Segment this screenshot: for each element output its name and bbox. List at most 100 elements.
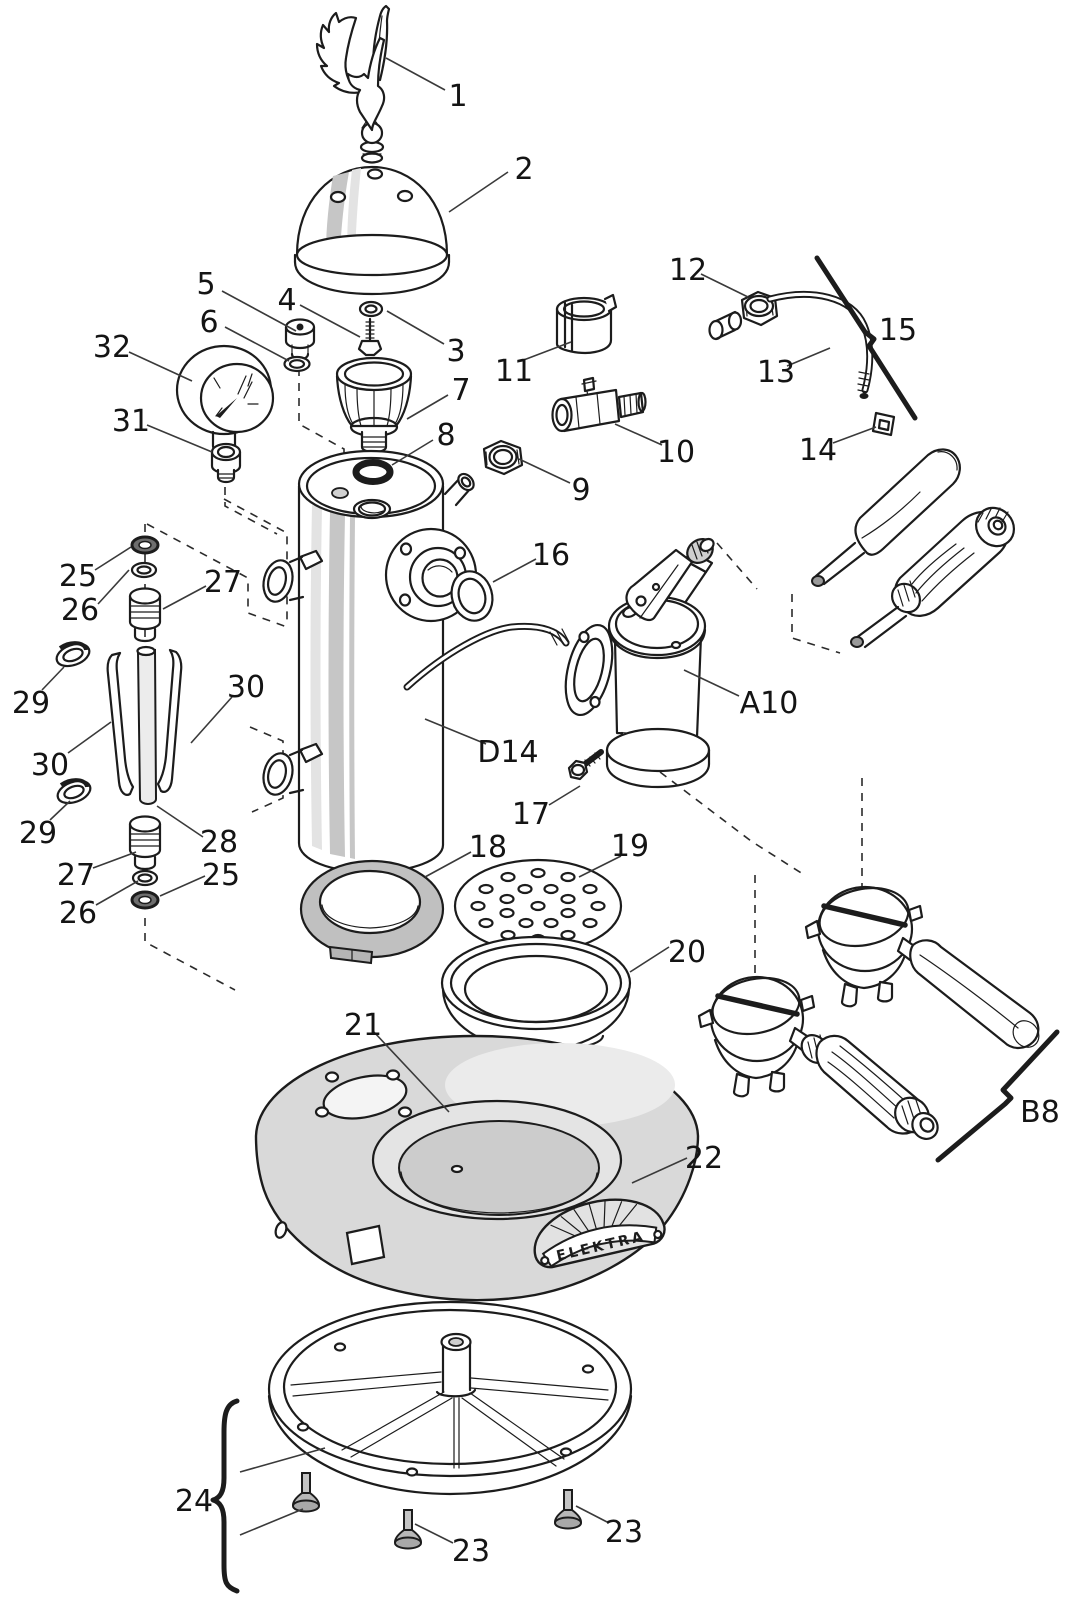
leader-line-D14: [424, 718, 487, 745]
sight-glass-parts: [55, 535, 183, 910]
leader-line-25b: [159, 875, 206, 897]
callout-7: 7: [451, 373, 470, 408]
callout-27a: 27: [204, 565, 242, 600]
leader-line-29a: [41, 666, 65, 691]
leader-line-26a: [97, 569, 130, 605]
callout-31: 31: [112, 404, 150, 439]
leader-line-20: [629, 946, 670, 973]
leader-line-23b: [575, 1505, 610, 1524]
callout-10: 10: [657, 435, 695, 470]
callout-29b: 29: [19, 816, 57, 851]
callout-27b: 27: [57, 858, 95, 893]
leader-line-28: [156, 805, 204, 838]
leader-line-27a: [162, 585, 207, 610]
valve-body: [551, 376, 647, 433]
leader-line-4: [299, 304, 361, 338]
callout-22: 22: [685, 1141, 723, 1176]
leader-line-12: [700, 273, 749, 298]
leader-line-2: [448, 171, 509, 213]
oring-part6: [283, 355, 311, 373]
base-plate: [267, 1300, 633, 1496]
leader-line-22: [631, 1157, 688, 1184]
leader-line-3: [386, 310, 445, 345]
callout-23b: 23: [605, 1515, 643, 1550]
bracket-b8: [935, 1029, 1060, 1163]
callout-6: 6: [199, 305, 218, 340]
screw-part4: [357, 317, 383, 357]
spare-handle-smooth: [811, 448, 961, 587]
bracket-15: [814, 255, 918, 421]
foot-right: [553, 1489, 583, 1530]
steam-knob: [335, 356, 413, 454]
callout-19: 19: [611, 829, 649, 864]
leader-line-13: [786, 347, 831, 367]
leader-line-29b: [49, 800, 71, 821]
boiler-pipe: [403, 622, 570, 691]
callout-14: 14: [799, 433, 837, 468]
callout-23a: 23: [452, 1534, 490, 1569]
plug-screw-part5: [284, 318, 316, 361]
gauge-fitting: [210, 442, 242, 484]
callout-30a: 30: [227, 670, 265, 705]
washer-part3: [358, 300, 384, 318]
leader-line-18: [424, 851, 472, 878]
callout-25a: 25: [59, 559, 97, 594]
leader-line-8: [391, 439, 434, 466]
callout-9: 9: [571, 473, 590, 508]
leader-line-14: [832, 426, 877, 444]
callout-A10: A10: [740, 686, 799, 721]
leader-line-16: [492, 558, 537, 583]
leader-line-extra-1: [239, 1508, 304, 1536]
leader-line-32: [128, 351, 193, 382]
leader-line-11: [520, 341, 572, 362]
callout-30b: 30: [31, 748, 69, 783]
flange-gasket: [450, 570, 494, 622]
callout-8: 8: [436, 418, 455, 453]
leader-line-17: [548, 785, 581, 806]
leader-line-21: [372, 1030, 450, 1113]
curved-pipe: [766, 290, 874, 399]
callout-24: 24: [175, 1484, 213, 1519]
bolt-part17: [567, 749, 604, 781]
callout-17: 17: [512, 797, 550, 832]
callout-29a: 29: [12, 686, 50, 721]
foot-center: [393, 1509, 423, 1550]
callout-3: 3: [446, 334, 465, 369]
callout-5: 5: [196, 267, 215, 302]
leader-line-26b: [95, 880, 139, 906]
callout-B8: B8: [1020, 1095, 1060, 1130]
eagle-finial: [315, 4, 391, 164]
boiler-d14: [262, 449, 478, 874]
callout-D14: D14: [477, 735, 538, 770]
leader-line-5: [221, 290, 297, 332]
leader-line-25a: [94, 546, 132, 571]
brace-24: [210, 1398, 240, 1594]
leader-line-27b: [92, 851, 137, 869]
callout-26b: 26: [59, 896, 97, 931]
leader-line-19: [578, 855, 622, 878]
callout-2: 2: [514, 152, 533, 187]
callout-18: 18: [469, 830, 507, 865]
leader-line-9: [518, 458, 571, 484]
base-housing: ELEKTRA: [254, 1034, 700, 1302]
leader-line-30b: [67, 721, 112, 754]
callout-4: 4: [277, 283, 296, 318]
spare-handle-wood: [850, 506, 1016, 649]
leader-line-30a: [190, 696, 233, 744]
callout-16: 16: [532, 538, 570, 573]
callout-20: 20: [668, 935, 706, 970]
leader-line-31: [146, 424, 213, 453]
ring-part18: [299, 859, 445, 965]
leader-line-7: [406, 394, 449, 420]
callout-32: 32: [93, 330, 131, 365]
foot-left: [291, 1472, 321, 1513]
filter-basket: [440, 935, 632, 1053]
callout-28: 28: [200, 825, 238, 860]
callout-11: 11: [495, 354, 533, 389]
hex-nut-part9: [482, 439, 524, 476]
callout-15: 15: [879, 313, 917, 348]
dome-lid: [293, 165, 451, 296]
